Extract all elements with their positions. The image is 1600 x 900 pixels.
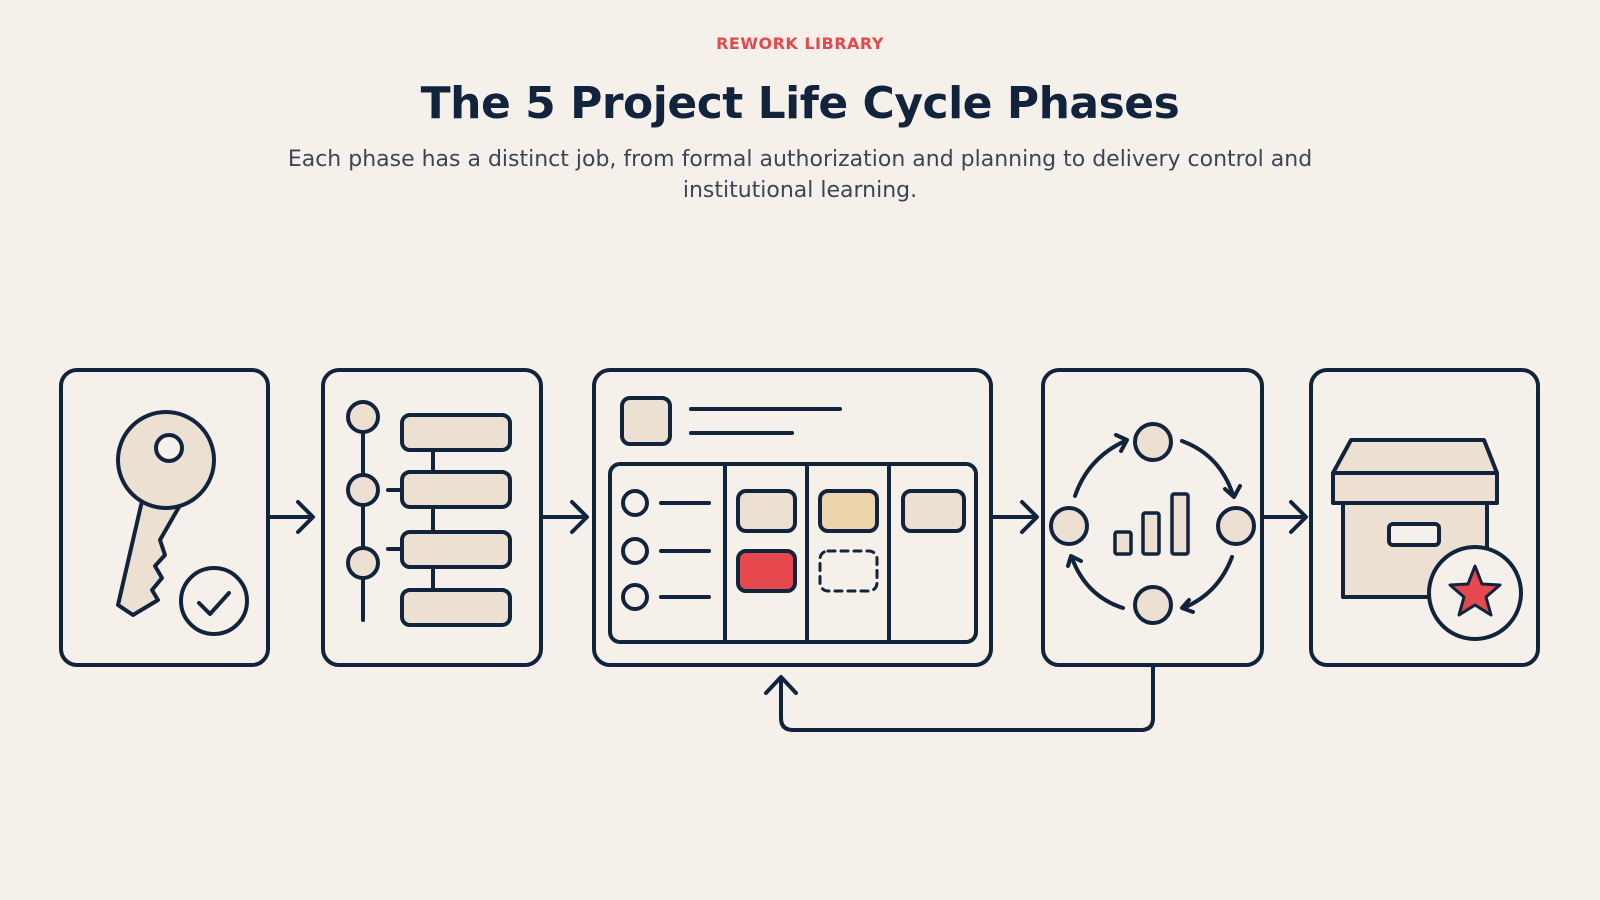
eyebrow-label: REWORK LIBRARY xyxy=(716,34,884,53)
arrow-initiation-to-planning xyxy=(266,500,315,534)
cycle-chart-icon xyxy=(1049,422,1256,625)
page-title: The 5 Project Life Cycle Phases xyxy=(420,78,1180,129)
feedback-loop-arrow xyxy=(764,663,1155,732)
page-subtitle: Each phase has a distinct job, from form… xyxy=(287,147,1313,203)
phase-card-closure xyxy=(1309,368,1540,667)
phase-card-planning xyxy=(321,368,543,667)
archive-box-star-icon xyxy=(1331,438,1523,641)
phase-card-initiation xyxy=(59,368,270,667)
arrow-execution-to-monitoring xyxy=(989,500,1039,534)
timeline-plan-icon xyxy=(346,400,512,627)
phase-card-execution xyxy=(592,368,993,667)
arrow-planning-to-execution xyxy=(539,500,589,534)
arrow-monitoring-to-closure xyxy=(1260,500,1308,534)
kanban-board-icon xyxy=(608,396,978,644)
phase-card-monitoring xyxy=(1041,368,1264,667)
key-with-check-icon xyxy=(116,410,249,636)
